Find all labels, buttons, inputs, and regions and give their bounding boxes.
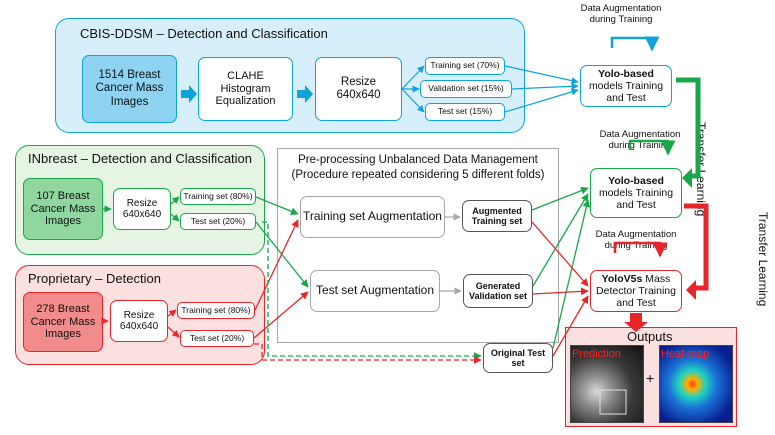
proprietary-resize-box: Resize 640x640 [110,300,168,342]
proprietary-train-box: Training set (80%) [177,302,255,319]
cbis-clahe-box: CLAHE Histogram Equalization [198,57,293,121]
heatmap-image [659,345,733,423]
yolo-models-2-bold: Yolo-based [608,174,664,187]
inbreast-test-box: Test set (20%) [180,213,256,230]
original-test-box: Original Test set [483,343,553,373]
transfer-label-1: Transfer Learning [694,122,708,217]
cbis-images-box: 1514 Breast Cancer Mass Images [82,55,177,123]
preprocessing-title-line2: (Procedure repeated considering 5 differ… [291,169,545,181]
transfer-label-2: Transfer Learning [756,212,770,307]
cbis-resize-box: Resize 640x640 [315,57,402,121]
yolo-models-box-2: Yolo-based models Training and Test [590,168,682,218]
yolo-models-box-1: Yolo-based models Training and Test [580,65,672,107]
yolo-models-1-rest: models Training and Test [588,79,664,105]
yolov5-detector-box: YoloV5s Mass Detector Training and Test [590,270,682,312]
train-augmentation-box: Training set Augmentation [300,196,445,238]
test-augmentation-box: Test set Augmentation [310,270,440,312]
heatmap-label: Heat-map [661,348,710,360]
cbis-panel-title: CBIS-DDSM – Detection and Classification [80,26,328,41]
aug-note-2: Data Augmentation during Training [599,129,681,151]
cbis-test-box: Test set (15%) [425,103,505,121]
generated-validation-box: Generated Validation set [463,274,533,308]
proprietary-test-box: Test set (20%) [180,330,254,347]
cbis-train-box: Training set (70%) [425,57,505,75]
yolov5-rest: Mass Detector Training and Test [596,272,676,310]
inbreast-resize-box: Resize 640x640 [113,188,171,230]
outputs-title: Outputs [627,329,673,344]
inbreast-panel-title: INbreast – Detection and Classification [28,151,253,166]
inbreast-train-box: Training set (80%) [180,188,256,205]
yolo-models-2-rest: models Training and Test [598,186,674,212]
yolo-models-1-bold: Yolo-based [598,67,654,80]
proprietary-panel-title: Proprietary – Detection [28,271,161,286]
aug-note-1: Data Augmentation during Training [580,3,662,25]
cbis-val-box: Validation set (15%) [420,80,512,98]
aug-note-3: Data Augmentation during Training [595,229,677,251]
prediction-label: Prediction [572,348,621,360]
preprocessing-title-line1: Pre-processing Unbalanced Data Managemen… [298,154,538,166]
proprietary-images-box: 278 Breast Cancer Mass Images [23,292,103,352]
augmented-training-box: Augmented Training set [462,200,532,232]
yolov5-bold: YoloV5s [601,272,643,285]
plus-sign: + [646,370,655,386]
inbreast-images-box: 107 Breast Cancer Mass Images [23,178,103,240]
